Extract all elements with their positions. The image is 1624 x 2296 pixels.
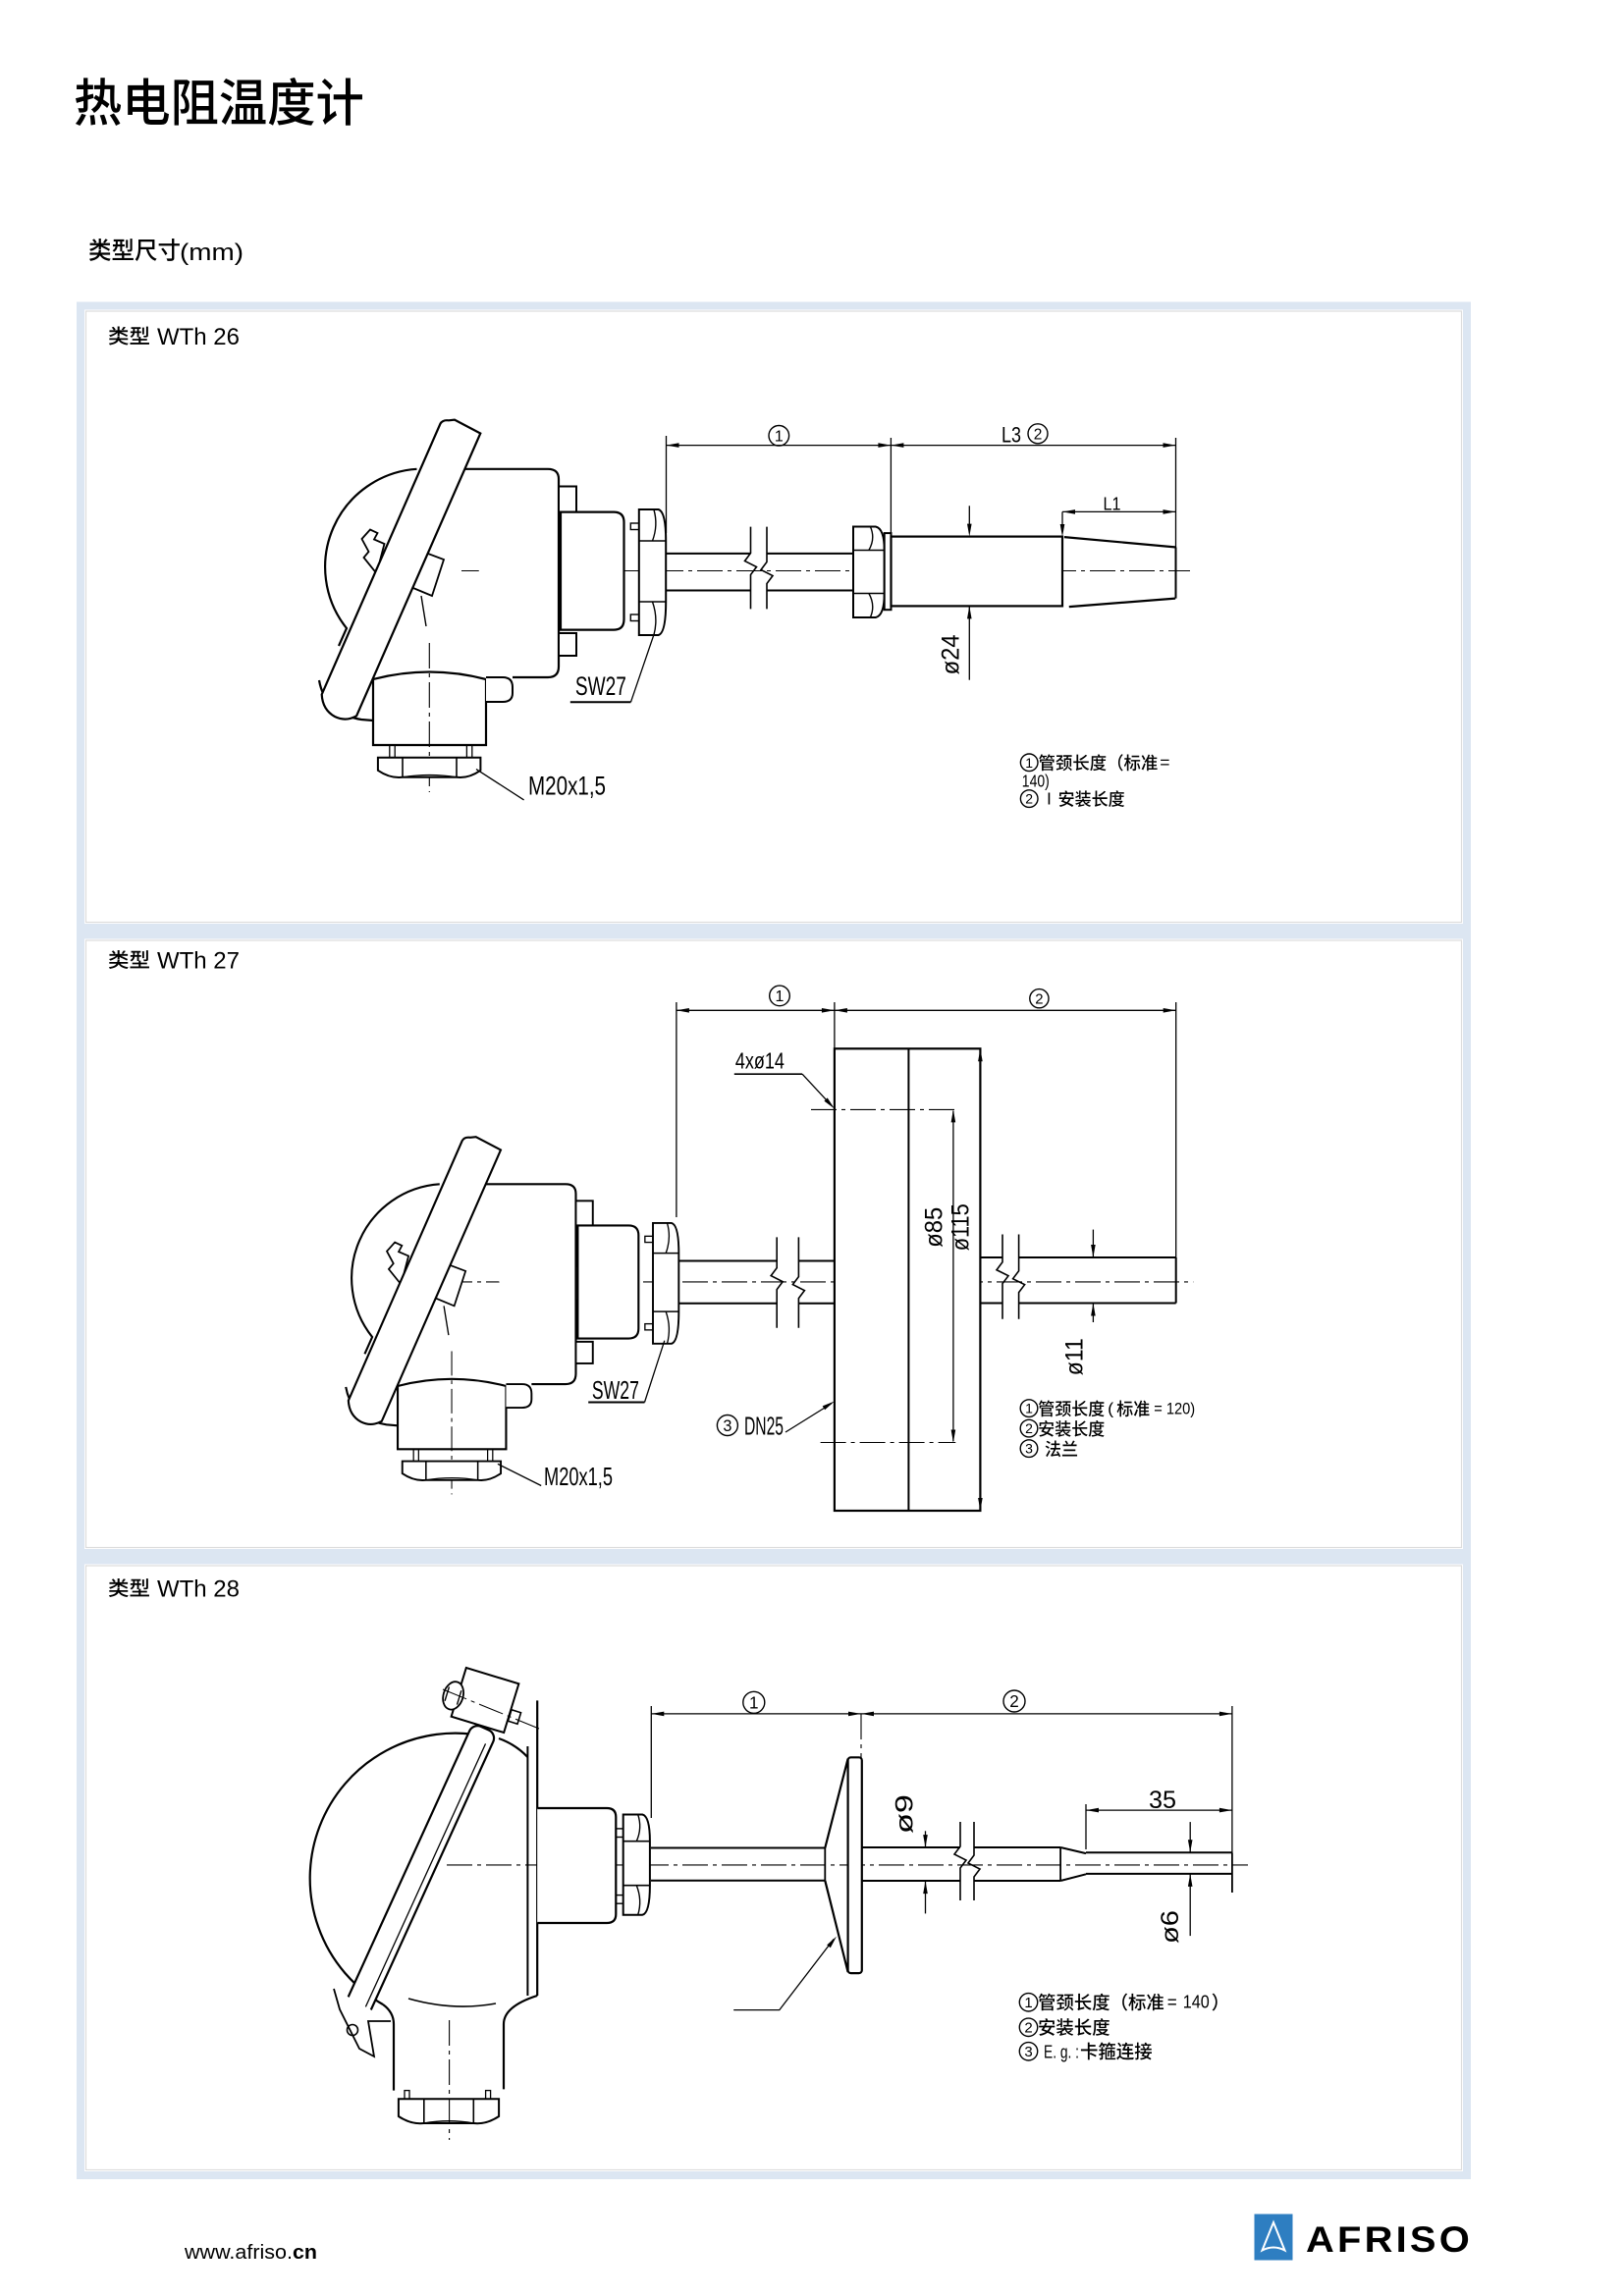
svg-text:1: 1	[776, 988, 785, 1005]
svg-text:1: 1	[749, 1693, 759, 1712]
svg-text:35: 35	[1149, 1787, 1176, 1814]
svg-text:=: =	[1167, 1992, 1177, 2011]
svg-text:AFRISO: AFRISO	[1306, 2218, 1473, 2260]
svg-text:140): 140)	[1022, 772, 1050, 791]
svg-text:ø24: ø24	[938, 634, 965, 674]
svg-text:I: I	[1047, 788, 1052, 808]
svg-text:WTh 28: WTh 28	[157, 1576, 240, 1603]
svg-text:ø85: ø85	[921, 1207, 948, 1248]
svg-text:ø11: ø11	[1060, 1338, 1088, 1375]
svg-text:L1: L1	[1104, 494, 1121, 514]
svg-text:WTh 27: WTh 27	[157, 948, 240, 975]
svg-text:ø9: ø9	[892, 1794, 919, 1834]
svg-text:SW27: SW27	[592, 1377, 639, 1405]
svg-text:L3: L3	[1001, 423, 1021, 448]
svg-text:3: 3	[1024, 2044, 1032, 2060]
svg-text:(: (	[1108, 1399, 1113, 1417]
svg-text:M20x1,5: M20x1,5	[544, 1462, 613, 1491]
svg-text:E. g. :: E. g. :	[1044, 2042, 1079, 2062]
svg-text:cn: cn	[293, 2241, 317, 2264]
svg-text:2: 2	[1009, 1692, 1019, 1711]
svg-text:DN25: DN25	[744, 1414, 784, 1441]
svg-text:140: 140	[1183, 1992, 1210, 2011]
svg-text:ø6: ø6	[1157, 1910, 1184, 1944]
svg-text:=: =	[1160, 752, 1169, 772]
svg-text:1: 1	[1025, 755, 1033, 771]
svg-text:4xø14: 4xø14	[735, 1048, 785, 1074]
svg-text:www.afriso.: www.afriso.	[184, 2241, 293, 2264]
svg-text:2: 2	[1034, 426, 1043, 443]
svg-text:(mm): (mm)	[180, 240, 244, 266]
svg-text:1: 1	[775, 429, 784, 446]
svg-text:3: 3	[723, 1417, 731, 1435]
svg-text:1: 1	[1025, 1401, 1033, 1416]
svg-text:3: 3	[1025, 1441, 1033, 1457]
svg-text:1: 1	[1024, 1995, 1032, 2011]
svg-text:= 120): = 120)	[1154, 1399, 1195, 1417]
svg-text:WTh 26: WTh 26	[157, 324, 240, 350]
svg-text:SW27: SW27	[575, 671, 626, 701]
svg-text:2: 2	[1024, 2020, 1032, 2037]
svg-text:M20x1,5: M20x1,5	[528, 771, 606, 800]
svg-text:2: 2	[1025, 791, 1033, 807]
svg-text:2: 2	[1025, 1420, 1033, 1436]
svg-text:2: 2	[1035, 992, 1043, 1008]
svg-text:ø115: ø115	[947, 1203, 975, 1251]
